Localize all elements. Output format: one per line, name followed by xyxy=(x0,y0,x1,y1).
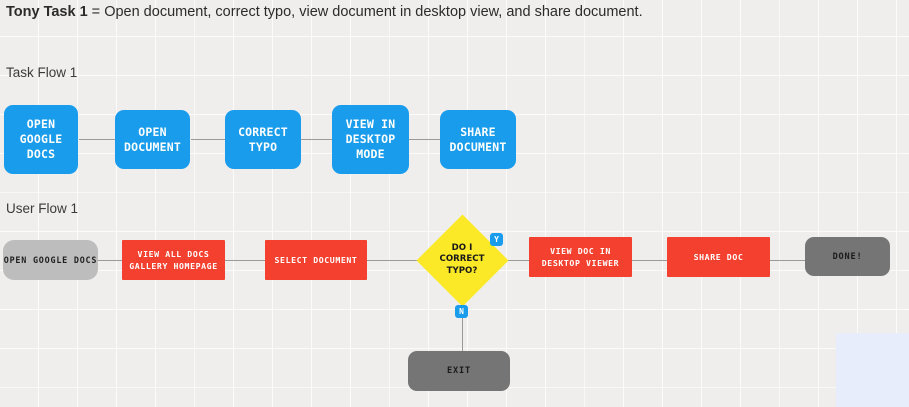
user-flow-connector-4 xyxy=(632,260,667,261)
user-flow-connector-no xyxy=(462,304,463,352)
user-node-view-doc-in-desktop-viewer[interactable]: VIEW DOC IN DESKTOP VIEWER xyxy=(529,237,632,277)
user-flow-connector-3 xyxy=(367,260,418,261)
user-node-exit[interactable]: EXIT xyxy=(408,351,510,391)
task-node-view-in-desktop-mode[interactable]: VIEW IN DESKTOP MODE xyxy=(332,105,409,174)
task-node-open-google-docs[interactable]: OPEN GOOGLE DOCS xyxy=(4,105,78,174)
user-flow-connector-yes xyxy=(507,260,529,261)
task-title: Tony Task 1 xyxy=(6,4,88,20)
user-node-decision-correct-typo[interactable]: DO I CORRECT TYPO? xyxy=(416,214,508,306)
user-node-share-doc[interactable]: SHARE DOC xyxy=(667,237,770,277)
user-flow-connector-5 xyxy=(770,260,805,261)
user-node-open-google-docs[interactable]: OPEN GOOGLE DOCS xyxy=(3,240,98,280)
user-flow-connector-1 xyxy=(98,260,123,261)
branch-badge-yes: Y xyxy=(490,233,503,246)
section-label-user-flow: User Flow 1 xyxy=(6,201,79,216)
user-flow-connector-2 xyxy=(225,260,265,261)
task-description-text: Open document, correct typo, view docume… xyxy=(104,4,643,20)
task-separator: = xyxy=(87,4,105,20)
task-description: Tony Task 1 = Open document, correct typ… xyxy=(6,2,646,23)
decision-diamond-label: DO I CORRECT TYPO? xyxy=(439,242,485,276)
user-node-view-all-docs-gallery-homepage[interactable]: VIEW ALL DOCS GALLERY HOMEPAGE xyxy=(122,240,225,280)
task-node-correct-typo[interactable]: CORRECT TYPO xyxy=(225,110,301,169)
user-node-done[interactable]: DONE! xyxy=(805,237,890,276)
task-node-share-document[interactable]: SHARE DOCUMENT xyxy=(440,110,516,169)
branch-badge-no: N xyxy=(455,305,468,318)
section-label-task-flow: Task Flow 1 xyxy=(6,65,78,80)
task-flow-connector-2 xyxy=(191,139,225,140)
user-node-select-document[interactable]: SELECT DOCUMENT xyxy=(265,240,367,280)
task-flow-connector-1 xyxy=(79,139,115,140)
task-flow-connector-4 xyxy=(409,139,440,140)
task-node-open-document[interactable]: OPEN DOCUMENT xyxy=(115,110,190,169)
task-flow-connector-3 xyxy=(301,139,332,140)
blue-panel-corner xyxy=(836,333,909,407)
